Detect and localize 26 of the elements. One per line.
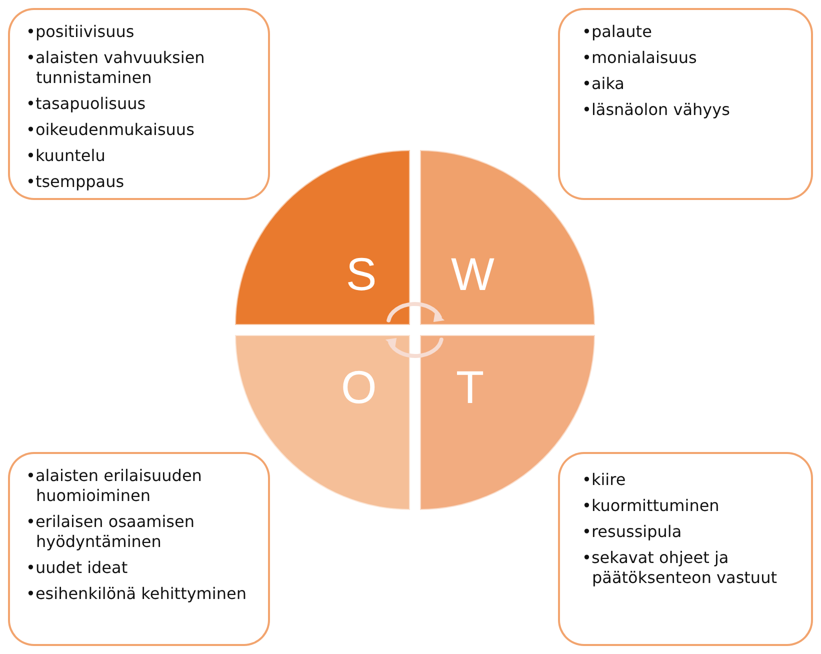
bullet-item: •tsemppaus [26,172,126,192]
bullet-item: •resussipula [582,522,683,542]
bullet-item: •oikeudenmukaisuus [26,120,196,140]
bullet-item: •alaisten erilaisuuden huomioiminen [26,466,203,506]
bullet-item: •läsnäolon vähyys [582,100,731,120]
text-panel [8,8,270,200]
bullet-item: •uudet ideat [26,558,129,578]
bullet-item: •alaisten vahvuuksien tunnistaminen [26,48,206,88]
quadrant-letter: S [346,251,377,297]
bullet-item: •tasapuolisuus [26,94,147,114]
text-panel [8,452,270,646]
bullet-item: •monialaisuus [582,48,698,68]
bullet-item: •kuormittuminen [582,496,720,516]
bullet-item: •aika [582,74,626,94]
quadrant-letter: W [451,251,494,297]
bullet-item: •esihenkilönä kehittyminen [26,584,248,604]
bullet-item: •palaute [582,22,653,42]
bullet-item: •positiivisuus [26,22,136,42]
bullet-item: •sekavat ohjeet ja päätöksenteon vastuut [582,548,778,588]
bullet-item: •kiire [582,470,627,490]
quadrant-letter: T [456,364,484,410]
bullet-item: •kuuntelu [26,146,106,166]
bullet-item: •erilaisen osaamisen hyödyntäminen [26,512,196,552]
text-panel [558,452,813,646]
text-panel [558,8,813,200]
quadrant-letter: O [341,364,377,410]
